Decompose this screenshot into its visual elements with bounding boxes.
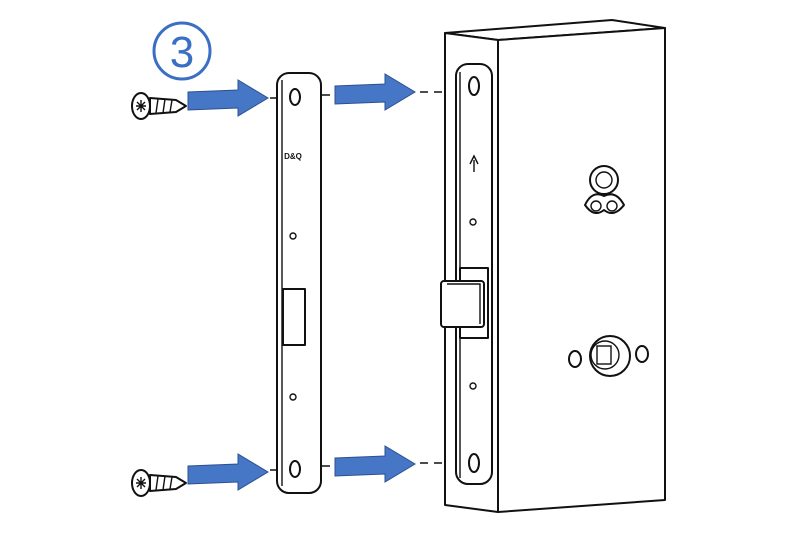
up-arrow-icon xyxy=(469,154,479,172)
arrow-icon xyxy=(334,445,416,483)
strike-faceplate: D&Q xyxy=(276,72,322,494)
screw-bottom xyxy=(131,469,187,497)
lock-body xyxy=(440,19,666,513)
latch-bolt xyxy=(440,280,485,328)
arrow-icon xyxy=(187,79,269,117)
spindle-hole xyxy=(568,335,649,377)
screw-top xyxy=(131,92,187,120)
step-number-badge: 3 xyxy=(152,21,212,81)
arrow-icon xyxy=(187,453,269,491)
svg-text:D&Q: D&Q xyxy=(284,152,302,161)
arrow-icon xyxy=(334,73,416,111)
svg-text:3: 3 xyxy=(170,28,194,77)
cylinder-hole xyxy=(584,165,625,215)
